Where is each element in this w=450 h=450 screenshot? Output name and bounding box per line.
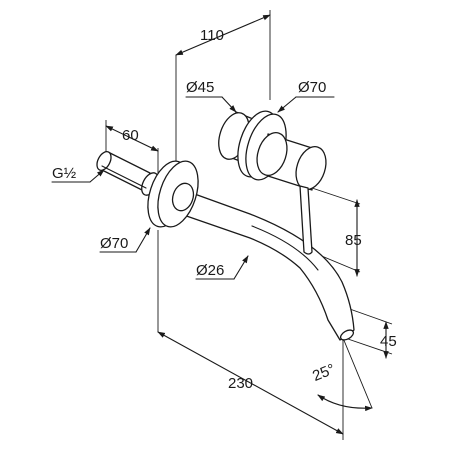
dim-110-line <box>175 14 271 56</box>
dim-230-label: 230 <box>228 375 253 392</box>
dim-60-label: 60 <box>122 127 139 144</box>
dim-shower-dia-label: Ø45 <box>186 79 214 96</box>
dim-230-line <box>157 331 344 435</box>
dim-45-label: 45 <box>380 333 397 350</box>
dim-spout-dia-label: Ø26 <box>196 262 224 279</box>
angle-label: 25° <box>310 361 337 385</box>
dim-angle-arc <box>317 394 373 412</box>
dim-plate-dia-right-label: Ø70 <box>298 79 326 96</box>
leader-lines <box>51 96 335 280</box>
dim-85-label: 85 <box>345 232 362 249</box>
left-escutcheon <box>147 160 199 228</box>
mixer-body <box>218 110 327 255</box>
thread-label: G½ <box>52 165 77 182</box>
dim-60-line <box>105 125 159 152</box>
dimension-lines <box>105 14 389 435</box>
spout <box>171 187 355 341</box>
dim-110-label: 110 <box>200 27 224 44</box>
dim-plate-dia-left-label: Ø70 <box>100 235 128 252</box>
labels: 110 Ø45 Ø70 60 G½ Ø70 Ø26 85 45 230 25° <box>52 27 397 392</box>
